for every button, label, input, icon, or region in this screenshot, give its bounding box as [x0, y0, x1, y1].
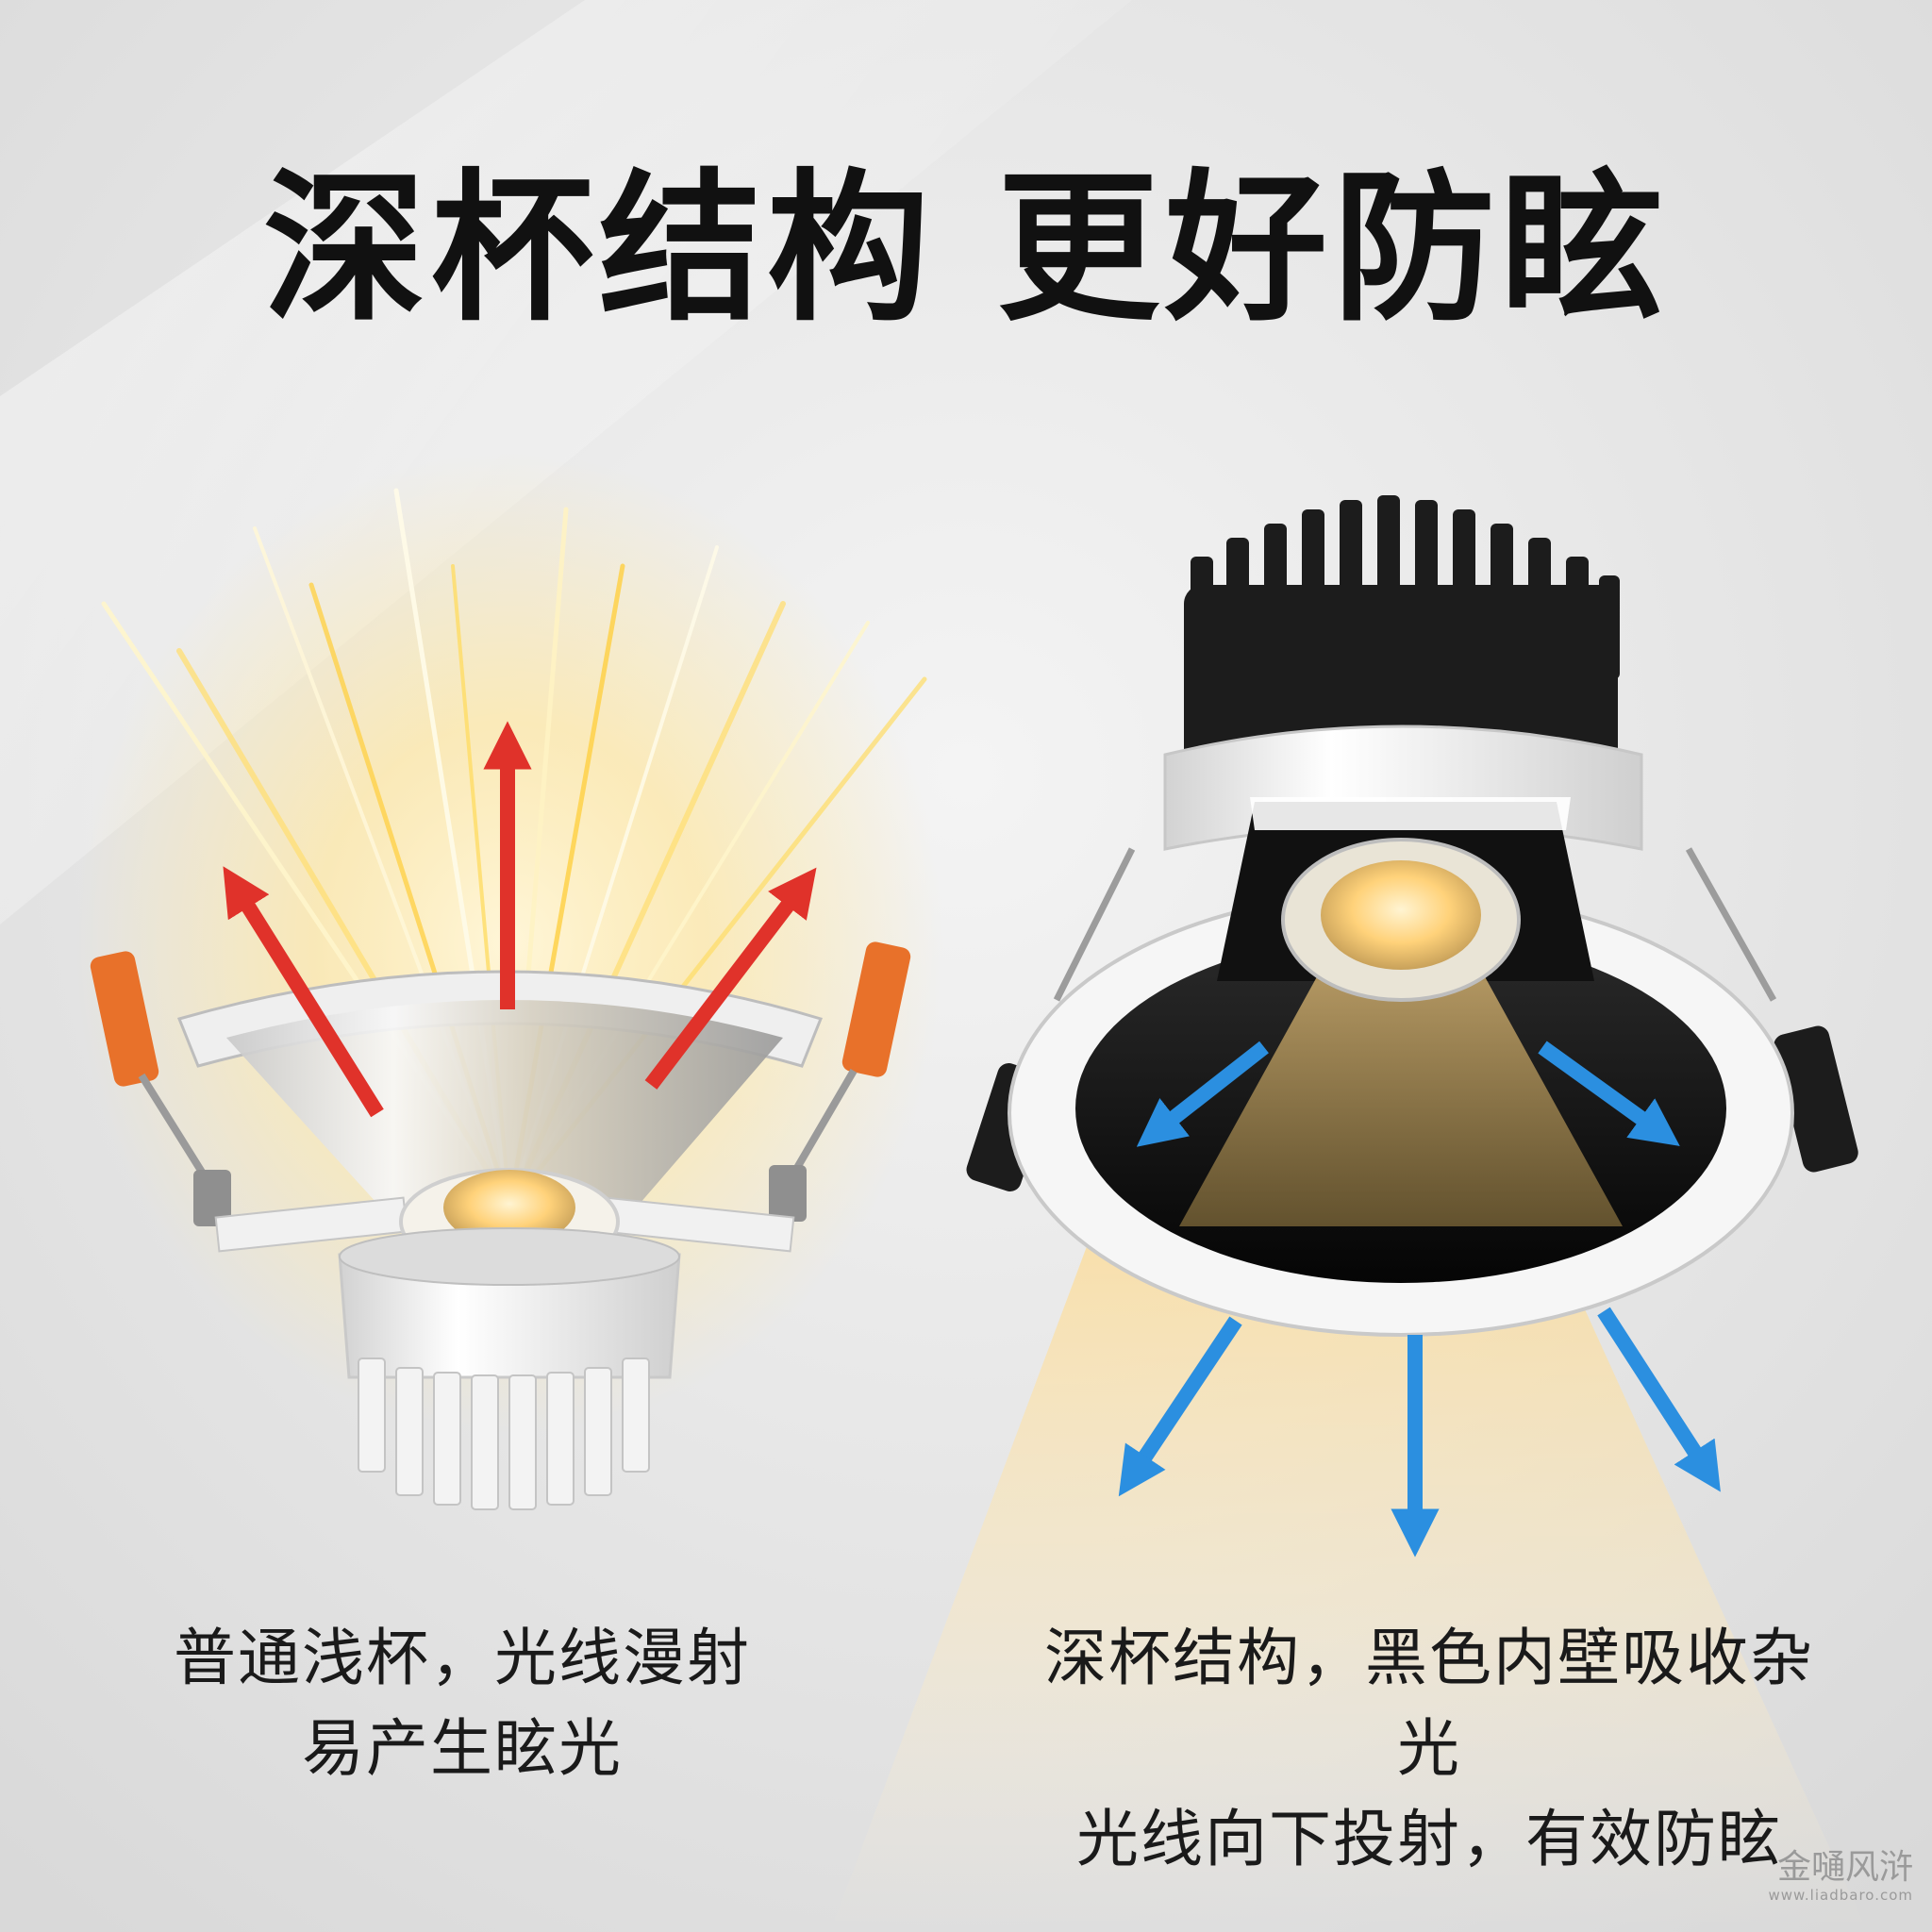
watermark-title: 金嗵风浒 [1776, 1848, 1913, 1887]
deep-cup-caption-line2: 光线向下投射，有效防眩 [1076, 1803, 1782, 1875]
glare-arrows [223, 721, 817, 1118]
deep-cup-caption: 深杯结构，黑色内壁吸收杂光 光线向下投射，有效防眩 [1019, 1613, 1840, 1885]
down-arrow-inner-left [1136, 1041, 1269, 1147]
shallow-cup-caption: 普通浅杯，光线漫射 易产生眩光 [170, 1613, 755, 1794]
shallow-cup-caption-line2: 易产生眩光 [302, 1712, 623, 1785]
left-mounting-clip [90, 951, 231, 1226]
right-mounting-clip [769, 941, 911, 1222]
deep-cup-caption-line1: 深杯结构，黑色内壁吸收杂光 [1044, 1622, 1814, 1785]
downward-arrows [1118, 1041, 1721, 1557]
downward-light-beam [830, 1226, 1868, 1932]
shallow-cup-heatsink [358, 1357, 650, 1510]
headline: 深杯结构 更好防眩 [263, 154, 1669, 343]
shallow-cup-lamp [75, 453, 943, 1510]
down-arrow-inner-right [1538, 1041, 1680, 1146]
watermark: 金嗵风浒 www.liadbaro.com [1768, 1848, 1913, 1905]
deep-cup-heatsink [1184, 495, 1620, 774]
deep-cup-lamp [830, 495, 1868, 1932]
glare-arrow-left [223, 866, 384, 1118]
down-arrow-right [1597, 1307, 1721, 1492]
deep-cup-right-clip [1685, 847, 1858, 1173]
glare-arrow-right [644, 867, 817, 1090]
shallow-cup-caption-line1: 普通浅杯，光线漫射 [174, 1622, 751, 1694]
watermark-url: www.liadbaro.com [1768, 1887, 1913, 1904]
down-arrow-left [1118, 1316, 1242, 1497]
